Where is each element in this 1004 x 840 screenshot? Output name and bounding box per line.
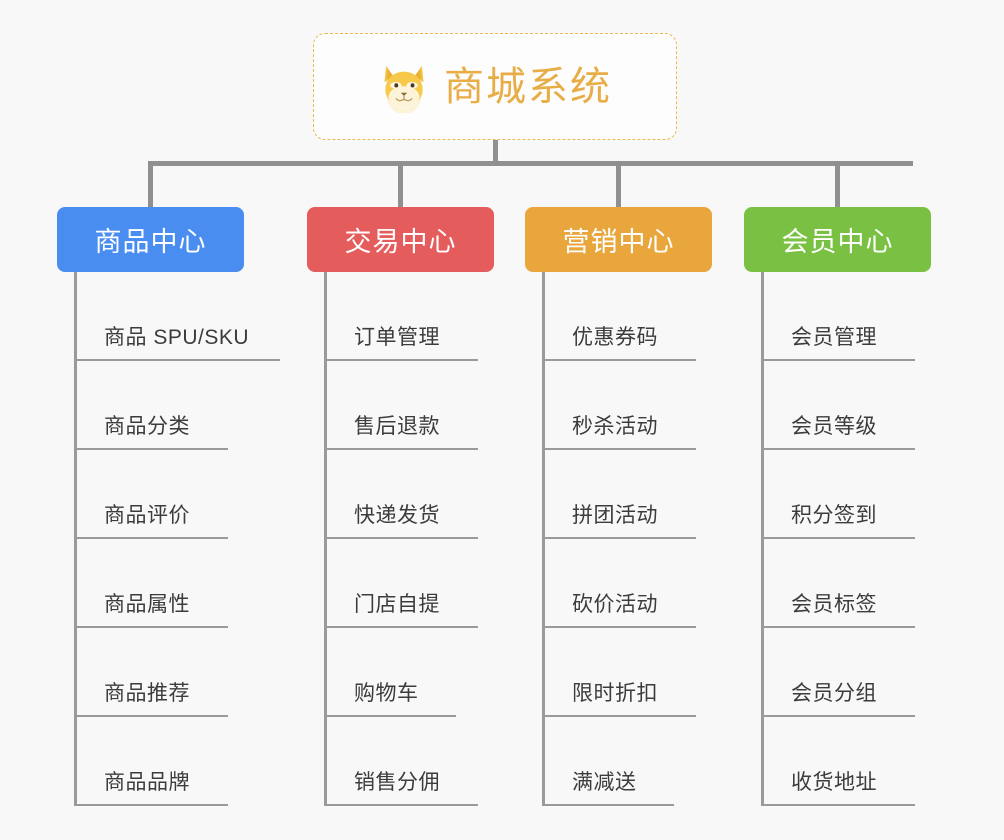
leaf-item[interactable]: 优惠券码: [542, 272, 696, 361]
leaf-item[interactable]: 砍价活动: [542, 539, 696, 628]
category-box-1[interactable]: 商品中心: [57, 207, 244, 272]
leaf-underline: [542, 448, 696, 450]
root-node[interactable]: 商城系统: [313, 33, 677, 140]
leaf-item[interactable]: 商品属性: [74, 539, 228, 628]
connector-drop-2: [398, 161, 403, 208]
leaf-underline: [324, 626, 478, 628]
leaf-item[interactable]: 会员等级: [761, 361, 915, 450]
leaf-item[interactable]: 商品推荐: [74, 628, 228, 717]
leaf-underline: [542, 715, 696, 717]
leaf-item[interactable]: 快递发货: [324, 450, 478, 539]
leaf-item[interactable]: 商品品牌: [74, 717, 228, 806]
leaf-label: 订单管理: [354, 326, 440, 349]
leaf-item[interactable]: 会员标签: [761, 539, 915, 628]
leaf-label: 商品 SPU/SKU: [104, 326, 250, 349]
leaf-label: 限时折扣: [572, 682, 658, 705]
leaf-underline: [761, 537, 915, 539]
branch-spine: [74, 272, 77, 806]
leaf-underline: [324, 537, 478, 539]
leaf-underline: [542, 626, 696, 628]
leaf-label: 销售分佣: [354, 771, 440, 794]
leaf-underline: [761, 448, 915, 450]
leaf-item[interactable]: 满减送: [542, 717, 674, 806]
leaf-underline: [542, 359, 696, 361]
leaf-item[interactable]: 门店自提: [324, 539, 478, 628]
category-box-3[interactable]: 营销中心: [525, 207, 712, 272]
leaf-item[interactable]: 积分签到: [761, 450, 915, 539]
leaf-underline: [761, 359, 915, 361]
leaf-underline: [324, 715, 456, 717]
leaf-label: 会员等级: [791, 415, 877, 438]
leaf-label: 拼团活动: [572, 504, 658, 527]
leaf-label: 收货地址: [791, 771, 877, 794]
leaf-label: 商品评价: [104, 504, 190, 527]
leaf-item[interactable]: 商品评价: [74, 450, 228, 539]
leaf-label: 商品品牌: [104, 771, 190, 794]
leaf-item[interactable]: 商品 SPU/SKU: [74, 272, 280, 361]
connector-horizontal-bus: [150, 161, 913, 166]
leaf-label: 商品推荐: [104, 682, 190, 705]
leaf-underline: [74, 537, 228, 539]
branch-spine: [761, 272, 764, 806]
leaf-label: 购物车: [354, 682, 419, 705]
leaf-label: 会员标签: [791, 593, 877, 616]
category-label: 商品中心: [94, 227, 207, 257]
leaf-label: 砍价活动: [572, 593, 658, 616]
category-label: 交易中心: [344, 227, 457, 257]
leaf-label: 满减送: [572, 771, 637, 794]
leaf-label: 快递发货: [354, 504, 440, 527]
leaf-underline: [324, 359, 478, 361]
leaf-underline: [324, 804, 478, 806]
leaf-label: 会员管理: [791, 326, 877, 349]
category-box-2[interactable]: 交易中心: [307, 207, 494, 272]
leaf-label: 会员分组: [791, 682, 877, 705]
leaf-item[interactable]: 会员分组: [761, 628, 915, 717]
leaf-underline: [324, 448, 478, 450]
leaf-label: 商品属性: [104, 593, 190, 616]
leaf-label: 积分签到: [791, 504, 877, 527]
leaf-label: 商品分类: [104, 415, 190, 438]
root-title: 商城系统: [444, 64, 612, 109]
branch-spine: [542, 272, 545, 806]
leaf-label: 售后退款: [354, 415, 440, 438]
leaf-underline: [761, 804, 915, 806]
leaf-label: 门店自提: [354, 593, 440, 616]
leaf-underline: [74, 626, 228, 628]
leaf-label: 秒杀活动: [572, 415, 658, 438]
leaf-item[interactable]: 商品分类: [74, 361, 228, 450]
leaf-item[interactable]: 会员管理: [761, 272, 915, 361]
leaf-underline: [542, 804, 674, 806]
leaf-underline: [761, 715, 915, 717]
leaf-underline: [761, 626, 915, 628]
leaf-item[interactable]: 售后退款: [324, 361, 478, 450]
leaf-item[interactable]: 秒杀活动: [542, 361, 696, 450]
leaf-item[interactable]: 拼团活动: [542, 450, 696, 539]
connector-root-stem: [493, 140, 498, 165]
category-label: 会员中心: [781, 227, 894, 257]
branch-spine: [324, 272, 327, 806]
leaf-underline: [74, 715, 228, 717]
category-label: 营销中心: [562, 227, 675, 257]
leaf-label: 优惠券码: [572, 326, 658, 349]
leaf-underline: [542, 537, 696, 539]
leaf-underline: [74, 359, 280, 361]
leaf-item[interactable]: 订单管理: [324, 272, 478, 361]
leaf-item[interactable]: 收货地址: [761, 717, 915, 806]
leaf-item[interactable]: 销售分佣: [324, 717, 478, 806]
leaf-underline: [74, 804, 228, 806]
leaf-item[interactable]: 购物车: [324, 628, 456, 717]
leaf-underline: [74, 448, 228, 450]
category-box-4[interactable]: 会员中心: [744, 207, 931, 272]
connector-drop-4: [835, 161, 840, 208]
connector-drop-1: [148, 161, 153, 208]
shiba-inu-icon: [384, 65, 424, 113]
connector-drop-3: [616, 161, 621, 208]
leaf-item[interactable]: 限时折扣: [542, 628, 696, 717]
